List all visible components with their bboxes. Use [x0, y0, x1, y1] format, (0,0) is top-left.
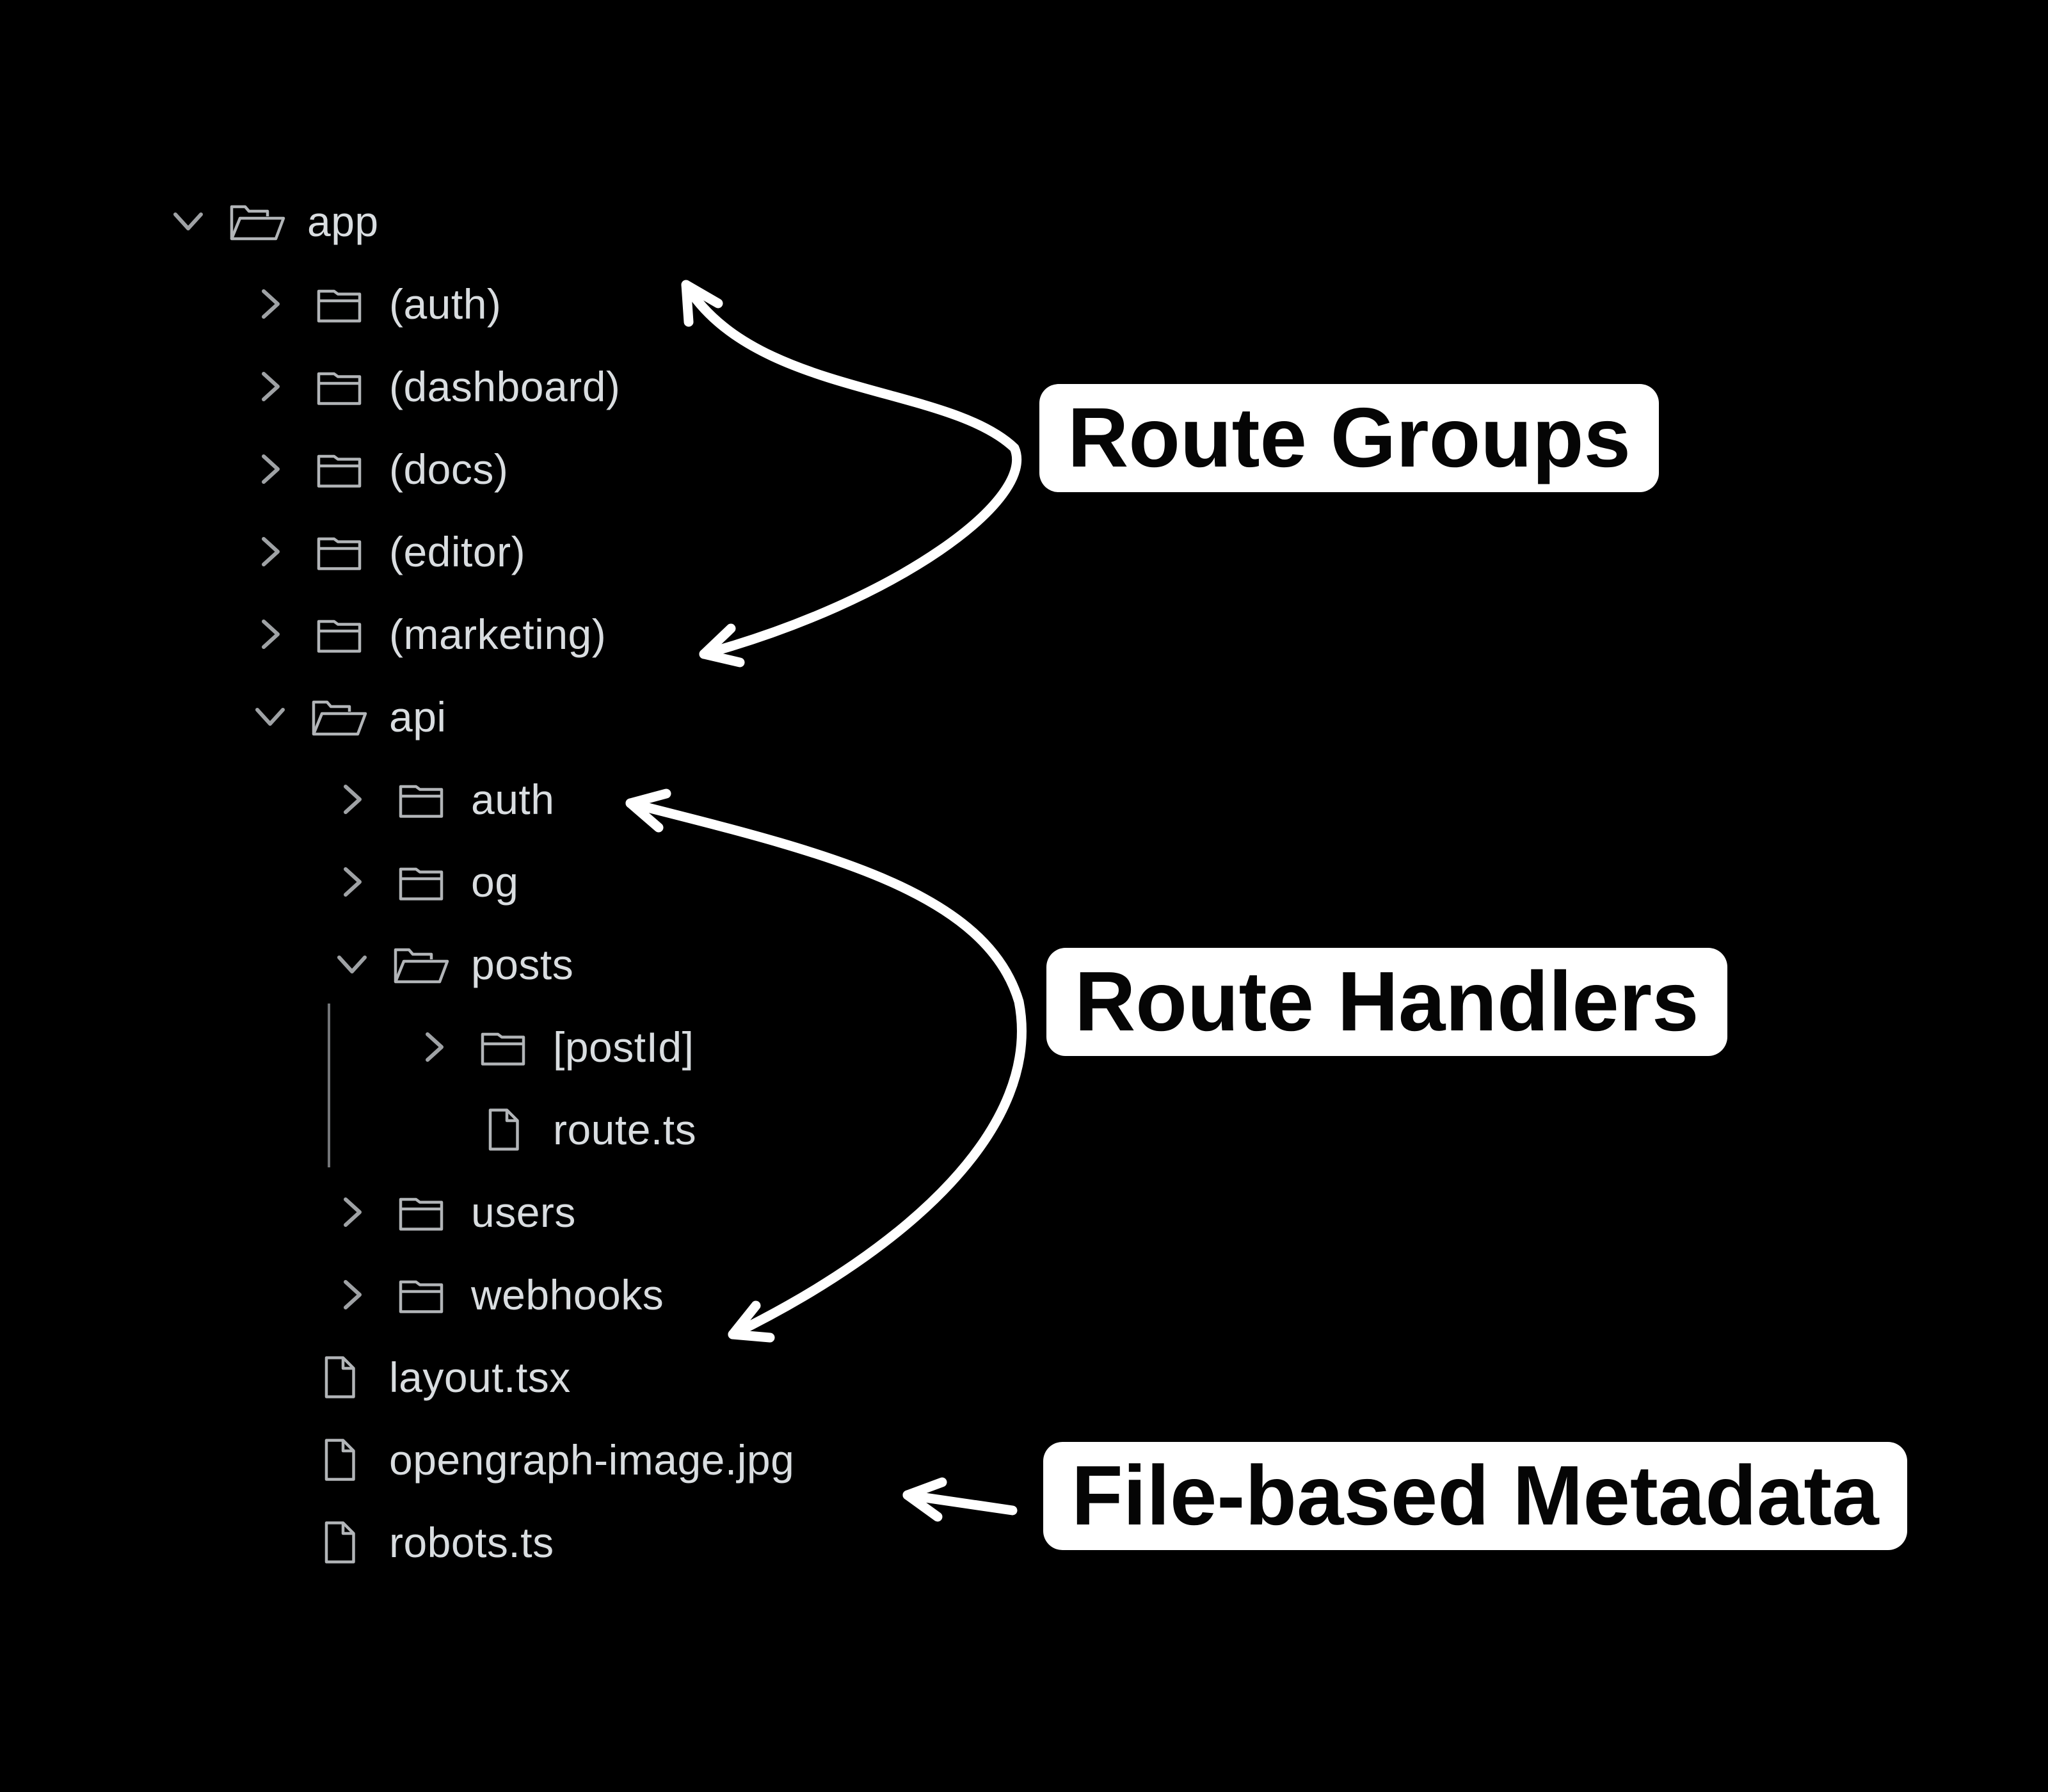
tree-row[interactable]: robots.ts — [0, 1501, 1024, 1583]
tree-item-label: (marketing) — [389, 610, 607, 658]
chevron-down-icon[interactable] — [332, 954, 372, 975]
tree-row[interactable]: og — [0, 840, 1024, 923]
folder-icon — [389, 780, 453, 819]
chevron-right-icon[interactable] — [332, 1279, 372, 1311]
tree-item-label: [postId] — [553, 1023, 694, 1071]
tree-row[interactable]: users — [0, 1171, 1024, 1253]
folder-icon — [307, 532, 371, 572]
chevron-right-icon[interactable] — [250, 453, 291, 485]
tree-row[interactable]: auth — [0, 758, 1024, 840]
route-groups-label: Route Groups — [1039, 384, 1659, 492]
folder-icon — [389, 1192, 453, 1232]
tree-row[interactable]: (docs) — [0, 428, 1024, 510]
tree-row[interactable]: (marketing) — [0, 593, 1024, 675]
chevron-right-icon[interactable] — [332, 1196, 372, 1228]
file-icon — [307, 1356, 371, 1399]
tree-item-label: og — [471, 858, 519, 906]
route-handlers-label: Route Handlers — [1046, 948, 1727, 1056]
tree-row[interactable]: posts — [0, 923, 1024, 1005]
folder-icon — [307, 449, 371, 489]
tree-row[interactable]: app — [0, 180, 1024, 262]
tree-row[interactable]: [postId] — [0, 1005, 1024, 1088]
tree-row[interactable]: route.ts — [0, 1088, 1024, 1171]
folder-icon — [471, 1027, 535, 1067]
folder-open-icon — [225, 201, 289, 242]
chevron-right-icon[interactable] — [250, 371, 291, 403]
file-icon — [307, 1521, 371, 1564]
folder-icon — [307, 367, 371, 406]
tree-row[interactable]: api — [0, 675, 1024, 758]
folder-icon — [389, 1275, 453, 1315]
tree-row[interactable]: webhooks — [0, 1253, 1024, 1336]
chevron-right-icon[interactable] — [332, 866, 372, 898]
chevron-down-icon[interactable] — [168, 211, 209, 232]
tree-item-label: robots.ts — [389, 1518, 554, 1566]
tree-row[interactable]: layout.tsx — [0, 1336, 1024, 1418]
tree-item-label: (editor) — [389, 527, 526, 575]
tree-item-label: api — [389, 692, 447, 740]
indent-guide-line — [328, 1004, 330, 1167]
tree-row[interactable]: (editor) — [0, 510, 1024, 593]
chevron-down-icon[interactable] — [250, 706, 291, 728]
tree-item-label: app — [307, 197, 379, 245]
tree-item-label: webhooks — [471, 1270, 664, 1318]
tree-item-label: opengraph-image.jpg — [389, 1436, 795, 1484]
tree-item-label: users — [471, 1188, 576, 1236]
file-based-metadata-label: File-based Metadata — [1043, 1442, 1907, 1550]
tree-row[interactable]: (auth) — [0, 262, 1024, 345]
tree-row[interactable]: (dashboard) — [0, 345, 1024, 428]
file-explorer-tree: app(auth) (dashboard) (docs) (editor) (marke… — [0, 180, 1024, 1583]
folder-icon — [307, 284, 371, 324]
folder-icon — [389, 862, 453, 902]
tree-item-label: (auth) — [389, 280, 502, 328]
tree-item-label: auth — [471, 775, 555, 823]
chevron-right-icon[interactable] — [413, 1031, 454, 1063]
chevron-right-icon[interactable] — [250, 536, 291, 568]
tree-item-label: (dashboard) — [389, 362, 621, 410]
chevron-right-icon[interactable] — [250, 618, 291, 650]
chevron-right-icon[interactable] — [250, 288, 291, 320]
tree-item-label: route.ts — [553, 1105, 697, 1153]
folder-icon — [307, 614, 371, 654]
tree-item-label: posts — [471, 940, 574, 988]
tree-item-label: layout.tsx — [389, 1353, 571, 1401]
file-icon — [471, 1108, 535, 1151]
tree-row[interactable]: opengraph-image.jpg — [0, 1418, 1024, 1501]
tree-item-label: (docs) — [389, 445, 509, 493]
folder-open-icon — [389, 944, 453, 985]
chevron-right-icon[interactable] — [332, 783, 372, 815]
file-icon — [307, 1438, 371, 1482]
folder-open-icon — [307, 696, 371, 737]
